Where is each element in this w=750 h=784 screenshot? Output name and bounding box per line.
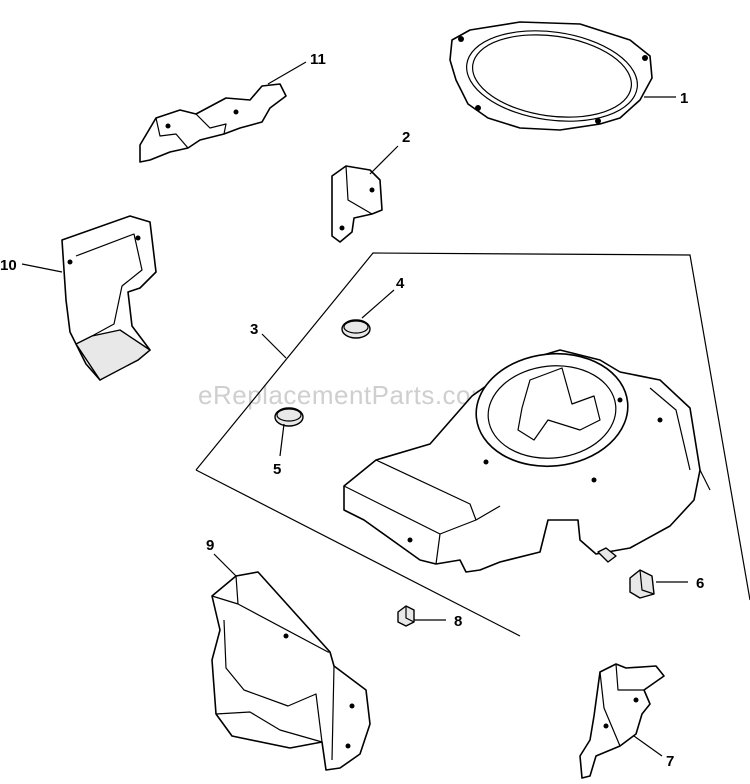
- assembly-boundary: [195, 252, 750, 637]
- part-9-shroud: [211, 571, 371, 771]
- leader-11: [267, 61, 307, 85]
- callout-8: 8: [454, 613, 462, 630]
- callout-5: 5: [273, 461, 281, 478]
- part-6-small-cap: [629, 569, 655, 599]
- leader-lines: [21, 61, 688, 757]
- part-3-blower-housing: [343, 349, 711, 573]
- leader-4: [361, 289, 395, 319]
- part-11-bracket: [139, 83, 287, 163]
- callout-11: 11: [310, 51, 326, 68]
- part-1-ring-gasket: [449, 21, 653, 131]
- callouts: 1 11 2 10 3 4 5 6 8 9 7: [0, 51, 704, 770]
- callout-4: 4: [396, 275, 405, 292]
- leader-2: [369, 145, 399, 175]
- leader-5: [279, 423, 285, 457]
- callout-7: 7: [666, 753, 674, 770]
- callout-10: 10: [0, 257, 17, 274]
- callout-1: 1: [680, 90, 688, 107]
- callout-9: 9: [206, 537, 214, 554]
- callout-2: 2: [402, 129, 410, 146]
- part-8-nut: [397, 605, 415, 627]
- part-10-air-baffle: [61, 215, 157, 381]
- leader-10: [21, 263, 63, 273]
- callout-3: 3: [250, 321, 258, 338]
- part-4-plug: [341, 319, 371, 339]
- leader-3: [261, 333, 287, 359]
- part-7-bracket: [579, 663, 665, 779]
- part-2-small-shield: [331, 165, 383, 243]
- part-5-plug: [274, 407, 304, 427]
- leader-9: [213, 553, 237, 577]
- watermark: eReplacementParts.com: [198, 380, 493, 410]
- callout-6: 6: [696, 575, 704, 592]
- leader-7: [633, 735, 663, 757]
